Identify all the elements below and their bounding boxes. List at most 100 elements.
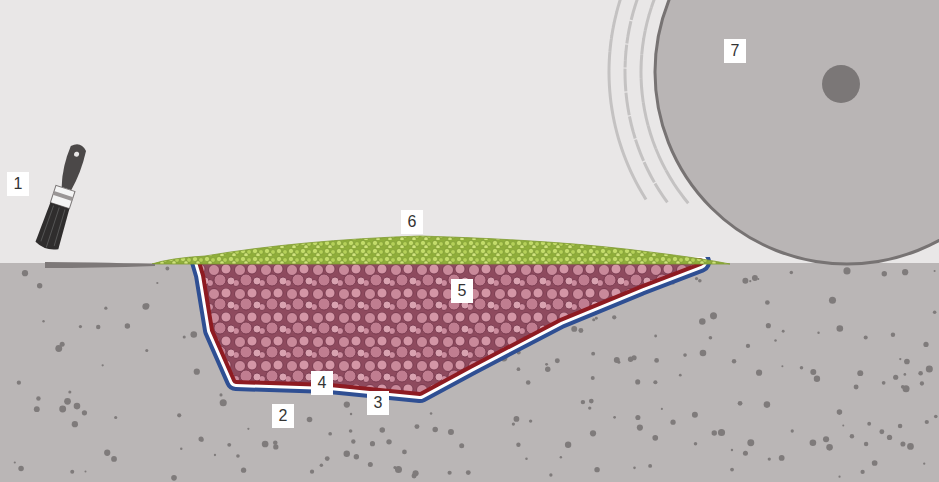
ground-grain: [902, 269, 908, 275]
ground-grain: [743, 451, 748, 456]
ground-grain: [64, 398, 71, 405]
ground-grain: [430, 412, 433, 415]
ground-grain: [826, 444, 833, 451]
ground-grain: [42, 320, 44, 322]
ground-grain: [402, 450, 407, 455]
ground-grain: [74, 403, 81, 410]
ground-grain: [165, 267, 169, 271]
ground-grain: [36, 396, 40, 400]
ground-grain: [891, 333, 895, 337]
ground-grain: [344, 450, 350, 456]
ground-grain: [525, 457, 528, 460]
ground-grain: [637, 424, 643, 430]
ground-grain: [349, 429, 353, 433]
ground-grain: [351, 439, 355, 443]
ground-grain: [514, 416, 520, 422]
ground-grain: [633, 467, 636, 470]
ground-grain: [872, 460, 878, 466]
ground-grain: [82, 410, 87, 415]
ground-grain: [180, 448, 183, 451]
ground-grain: [328, 432, 332, 436]
ground-grain: [468, 471, 470, 473]
ground-grain: [768, 457, 771, 460]
ground-grain: [749, 280, 751, 282]
ground-grain: [545, 363, 548, 366]
ground-grain: [380, 427, 386, 433]
ground-grain: [614, 357, 620, 363]
ground-grain: [236, 454, 240, 458]
ground-grain: [325, 456, 330, 461]
ground-grain: [183, 336, 186, 339]
ground-grain: [791, 429, 794, 432]
ground-grain: [887, 435, 892, 440]
ground-grain: [934, 270, 936, 272]
ground-grain: [70, 470, 74, 474]
ground-grain: [227, 443, 231, 447]
ground-grain: [746, 344, 750, 348]
ground-grain: [654, 358, 659, 363]
ground-grain: [648, 464, 652, 468]
ground-grain: [190, 331, 197, 338]
ground-grain: [923, 463, 925, 465]
ground-grain: [368, 462, 373, 467]
ground-grain: [652, 435, 658, 441]
ground-grain: [102, 364, 104, 366]
ground-grain: [654, 335, 657, 338]
ground-grain: [730, 468, 734, 472]
ground-grain: [350, 413, 352, 415]
ground-grain: [635, 415, 640, 420]
ground-grain: [864, 442, 868, 446]
ground-grain: [782, 330, 785, 333]
ground-grain: [262, 441, 269, 448]
ground-grain: [661, 408, 663, 410]
callout-number: 2: [272, 404, 294, 428]
ground-grain: [14, 461, 16, 463]
callout-number: 6: [401, 210, 423, 234]
ground-grain: [386, 439, 391, 444]
ground-grain: [432, 427, 438, 433]
ground-grain: [918, 371, 923, 376]
ground-grain: [653, 380, 657, 384]
ground-grain: [934, 415, 938, 419]
ground-grain: [592, 318, 595, 321]
ground-grain: [578, 328, 583, 333]
ground-grain: [560, 456, 562, 458]
ground-grain: [779, 455, 785, 461]
ground-grain: [926, 365, 933, 372]
ground-grain: [613, 416, 616, 419]
ground-grain: [594, 467, 599, 472]
ground-grain: [712, 430, 717, 435]
ground-grain: [59, 406, 66, 413]
ground-grain: [310, 470, 314, 474]
ground-grain: [448, 429, 454, 435]
ground-grain: [904, 373, 907, 376]
ground-grain: [731, 449, 733, 451]
ground-grain: [732, 359, 736, 363]
ground-grain: [694, 442, 697, 445]
ground-grain: [591, 352, 595, 356]
ground-grain: [695, 277, 698, 280]
ground-grain: [79, 325, 82, 328]
ground-grain: [307, 417, 313, 423]
ground-grain: [241, 468, 246, 473]
ground-grain: [742, 278, 748, 284]
ground-grain: [529, 419, 532, 422]
ground-grain: [96, 325, 100, 329]
ground-grain: [214, 454, 216, 456]
ground-grain: [899, 358, 901, 360]
ground-grain: [220, 399, 227, 406]
ground-grain: [920, 381, 924, 385]
ground-grain: [879, 429, 884, 434]
ground-grain: [933, 310, 937, 314]
ground-grain: [766, 323, 771, 328]
ground-grain: [757, 278, 759, 280]
ground-grain: [670, 420, 675, 425]
ground-grain: [448, 471, 452, 475]
ground-grain: [198, 436, 203, 441]
ground-grain: [60, 342, 65, 347]
callout-number: 7: [724, 39, 746, 63]
ground-grain: [810, 439, 817, 446]
ground-grain: [700, 350, 707, 357]
ground-grain: [635, 379, 640, 384]
